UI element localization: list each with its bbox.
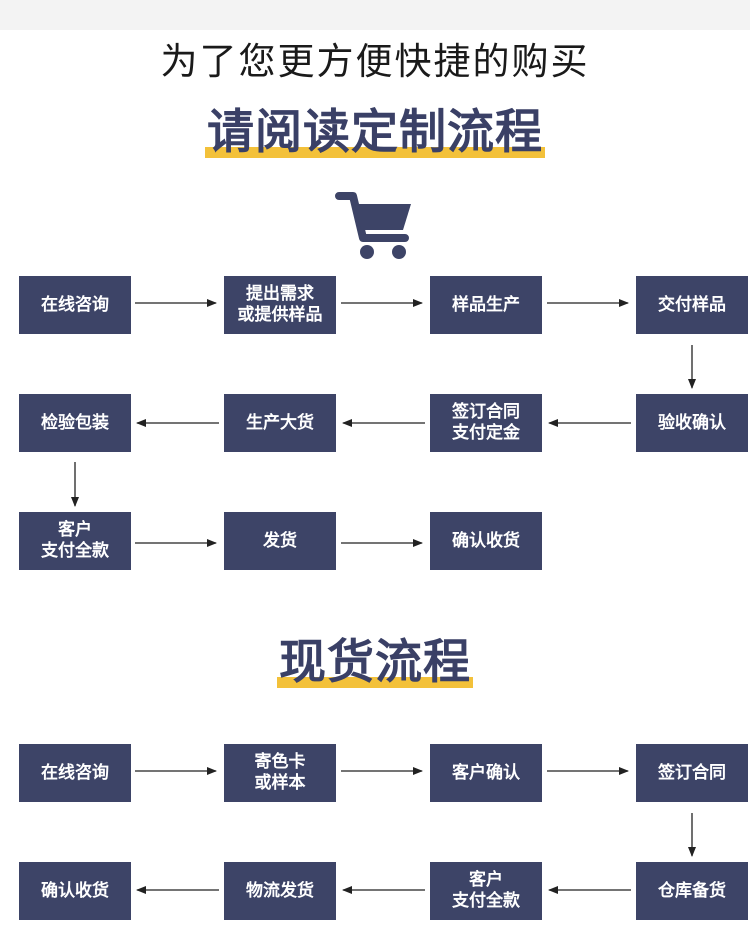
custom-heading-wrap: 请阅读定制流程	[0, 104, 750, 162]
shopping-cart-icon	[335, 188, 415, 268]
custom-step-requirements: 提出需求 或提供样品	[224, 276, 336, 334]
top-band	[0, 0, 750, 30]
custom-step-sample-production: 样品生产	[430, 276, 542, 334]
page-subtitle: 为了您更方便快捷的购买	[160, 40, 590, 83]
custom-step-full-payment: 客户 支付全款	[19, 512, 131, 570]
stock-heading-wrap: 现货流程	[0, 634, 750, 692]
stock-step-confirm-receipt: 确认收货	[19, 862, 131, 920]
stock-step-consult: 在线咨询	[19, 744, 131, 802]
stock-step-logistics: 物流发货	[224, 862, 336, 920]
custom-step-confirm-receipt: 确认收货	[430, 512, 542, 570]
custom-process-title: 请阅读定制流程	[205, 104, 545, 162]
custom-process-title-text: 请阅读定制流程	[207, 105, 543, 160]
stock-step-customer-confirm: 客户确认	[430, 744, 542, 802]
custom-step-inspect-pack: 检验包装	[19, 394, 131, 452]
custom-step-mass-production: 生产大货	[224, 394, 336, 452]
stock-process-title-text: 现货流程	[279, 635, 471, 690]
stock-step-warehouse: 仓库备货	[636, 862, 748, 920]
stock-step-contract: 签订合同	[636, 744, 748, 802]
stock-process-title: 现货流程	[277, 634, 473, 692]
stock-step-color-card: 寄色卡 或样本	[224, 744, 336, 802]
custom-step-ship: 发货	[224, 512, 336, 570]
custom-step-consult: 在线咨询	[19, 276, 131, 334]
custom-step-deliver-sample: 交付样品	[636, 276, 748, 334]
custom-step-contract-deposit: 签订合同 支付定金	[430, 394, 542, 452]
stock-step-full-payment: 客户 支付全款	[430, 862, 542, 920]
custom-step-acceptance: 验收确认	[636, 394, 748, 452]
